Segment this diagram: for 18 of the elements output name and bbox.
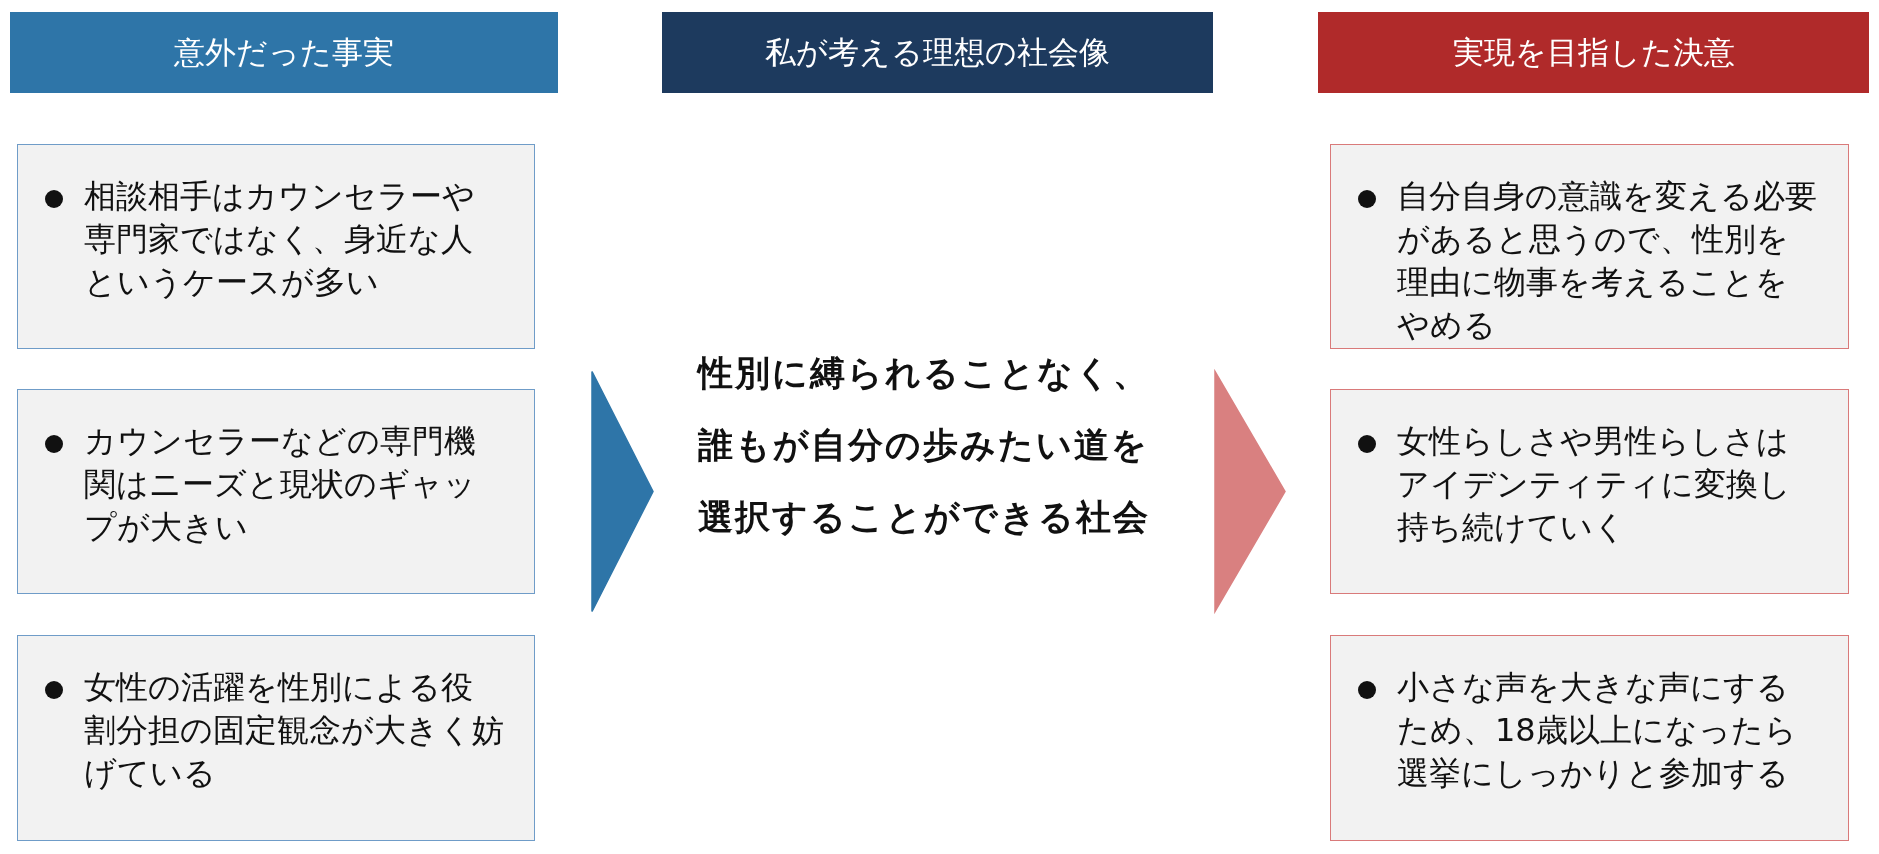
bullet-text: 小さな声を大きな声にするため、18歳以上になったら選挙にしっかりと参加する <box>1397 667 1798 794</box>
bullet-text: 相談相手はカウンセラーや専門家ではなく、身近な人というケースが多い <box>84 176 476 303</box>
vision-text: 性別に縛られることなく、誰もが自分の歩みたい道を選択することができる社会 <box>698 330 1158 560</box>
chevron-arrow <box>591 370 654 613</box>
column-header: 意外だった事実 <box>10 12 558 93</box>
column-header: 実現を目指した決意 <box>1318 12 1869 93</box>
bullet-text: 女性らしさや男性らしさはアイデンティティに変換し持ち続けていく <box>1397 421 1792 548</box>
bullet-box <box>17 635 535 841</box>
bullet-box <box>17 389 535 594</box>
bullet-box <box>1330 389 1849 594</box>
column-header: 私が考える理想の社会像 <box>662 12 1213 93</box>
chevron-arrow <box>1214 368 1286 615</box>
bullet-text: 自分自身の意識を変える必要があると思うので、性別を理由に物事を考えることをやめる <box>1397 176 1817 346</box>
bullet-text: カウンセラーなどの専門機関はニーズと現状のギャップが大きい <box>84 421 477 548</box>
bullet-box <box>1330 635 1849 841</box>
bullet-box <box>17 144 535 349</box>
bullet-box <box>1330 144 1849 349</box>
bullet-text: 女性の活躍を性別による役割分担の固定観念が大きく妨げている <box>84 667 504 794</box>
